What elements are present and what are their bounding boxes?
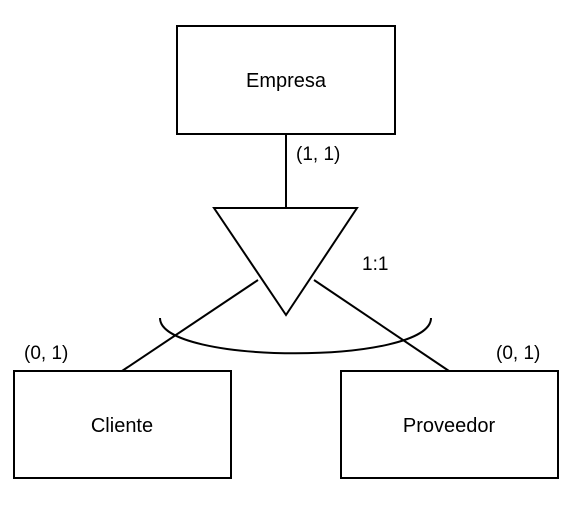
generalization-ratio-label: 1:1 — [362, 254, 388, 275]
superclass-cardinality-label: (1, 1) — [296, 144, 340, 165]
generalization-triangle[interactable] — [212, 207, 359, 317]
entity-proveedor[interactable]: Proveedor — [340, 370, 559, 479]
entity-empresa-box — [176, 25, 396, 135]
entity-cliente-label: Cliente — [91, 415, 153, 437]
entity-cliente-box — [13, 370, 232, 479]
left-cardinality-label: (0, 1) — [24, 343, 68, 364]
entity-empresa-label: Empresa — [246, 70, 327, 92]
entity-proveedor-label: Proveedor — [403, 415, 496, 437]
specialization-arc — [159, 317, 432, 355]
right-cardinality-label: (0, 1) — [496, 343, 540, 364]
entity-empresa[interactable]: Empresa — [176, 25, 396, 135]
left-subclass-link-line — [121, 279, 259, 372]
right-subclass-link-line — [313, 279, 450, 372]
entity-cliente[interactable]: Cliente — [13, 370, 232, 479]
entity-proveedor-box — [340, 370, 559, 479]
